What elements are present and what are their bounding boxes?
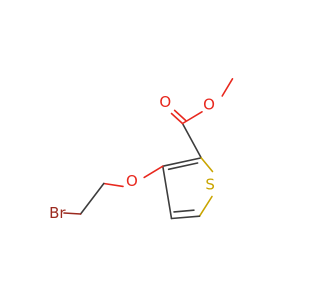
bond-c3-o-ether (143, 165, 164, 179)
bond-c2-c3 (162, 157, 202, 167)
bond-c5-c4-inner (173, 209, 195, 213)
bond-ch2-ch2 (79, 182, 105, 215)
bond-c1-o-carbonyl-b (173, 109, 187, 122)
bond-c1-o-carbonyl-a (170, 112, 184, 125)
bond-c1-o-ester (181, 111, 203, 125)
bond-c2-c3-inner (167, 162, 199, 171)
atom-s-ring: S (205, 176, 215, 194)
bond-o-ester-methyl (221, 78, 234, 97)
atom-o-ether: O (126, 172, 138, 190)
atom-br: Br (49, 204, 66, 222)
atom-o-ester: O (203, 96, 215, 114)
bond-c4-c3 (162, 165, 173, 220)
bond-c2-c1 (181, 122, 202, 159)
bond-c2-s (200, 157, 214, 173)
molecule-structure-diagram: O O S O Br (49, 78, 234, 222)
bond-ch2-br (63, 212, 82, 215)
bond-s-c5 (198, 195, 213, 217)
bond-o-ether-ch2 (103, 182, 124, 188)
atom-o-carbonyl: O (159, 93, 171, 111)
bond-c5-c4 (170, 215, 201, 220)
atom-labels: O O S O Br (49, 93, 215, 222)
bond-set (63, 78, 234, 220)
